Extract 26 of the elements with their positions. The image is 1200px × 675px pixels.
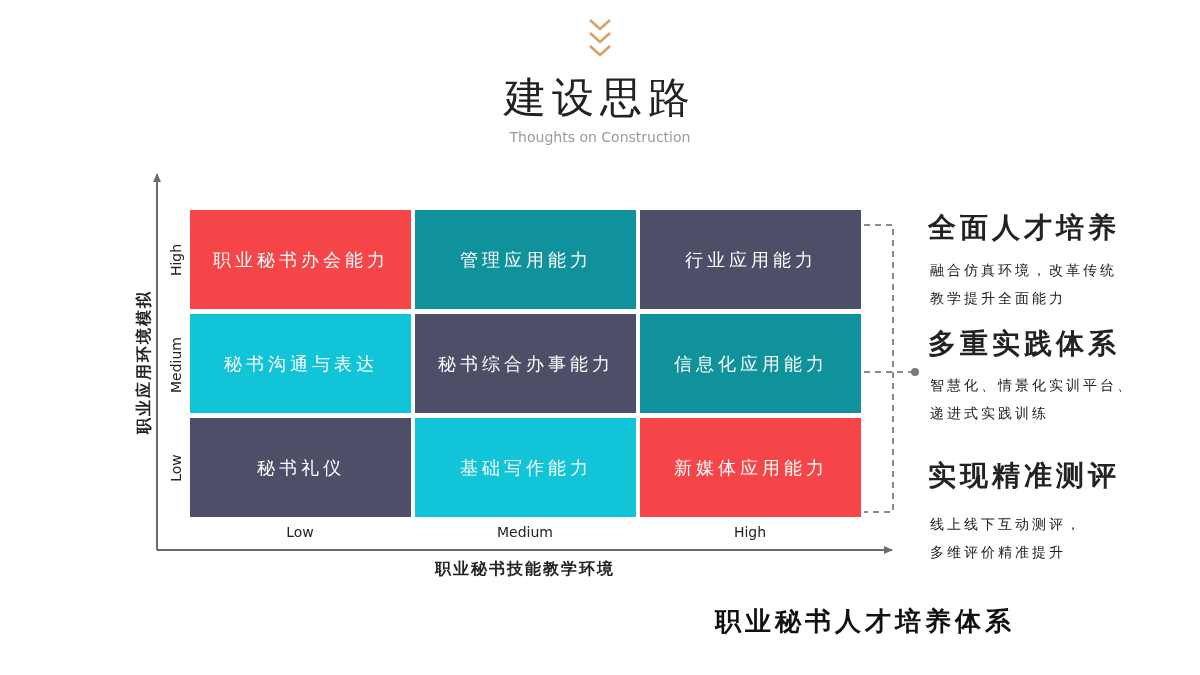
matrix-cell: 管理应用能力 [415,210,636,309]
axis-tick-label: Medium [496,523,554,541]
matrix-cell: 秘书综合办事能力 [415,314,636,413]
matrix-cell: 职业秘书办会能力 [190,210,411,309]
heading: 实现精准测评 [928,458,1121,494]
axis-tick-label: Medium [167,337,185,393]
axis-tick-label: High [167,243,185,277]
matrix-cell: 基础写作能力 [415,418,636,517]
caption: 职业秘书人才培养体系 [713,605,1016,638]
matrix-cell: 秘书礼仪 [190,418,411,517]
axis-tick-label: Low [167,454,185,482]
axis-title: 职业秘书技能教学环境 [434,558,616,579]
heading: 全面人才培养 [928,210,1121,246]
description: 融合仿真环境，改革传统教学提升全面能力 [930,261,1118,308]
matrix-cell: 新媒体应用能力 [640,418,861,517]
title: 建设思路 [502,72,697,124]
matrix-cell: 秘书沟通与表达 [190,314,411,413]
heading: 多重实践体系 [928,326,1121,362]
axis-title: 职业应用环境模拟 [132,290,154,434]
matrix-cell: 信息化应用能力 [640,314,861,413]
description: 线上线下互动测评，多维评价精准提升 [930,515,1084,562]
axis-tick-label: Low [285,523,315,541]
axis-tick-label: High [732,523,768,541]
matrix-cell: 行业应用能力 [640,210,861,309]
subtitle: Thoughts on Construction [508,128,692,146]
description: 智慧化、情景化实训平台、递进式实践训练 [930,376,1135,423]
